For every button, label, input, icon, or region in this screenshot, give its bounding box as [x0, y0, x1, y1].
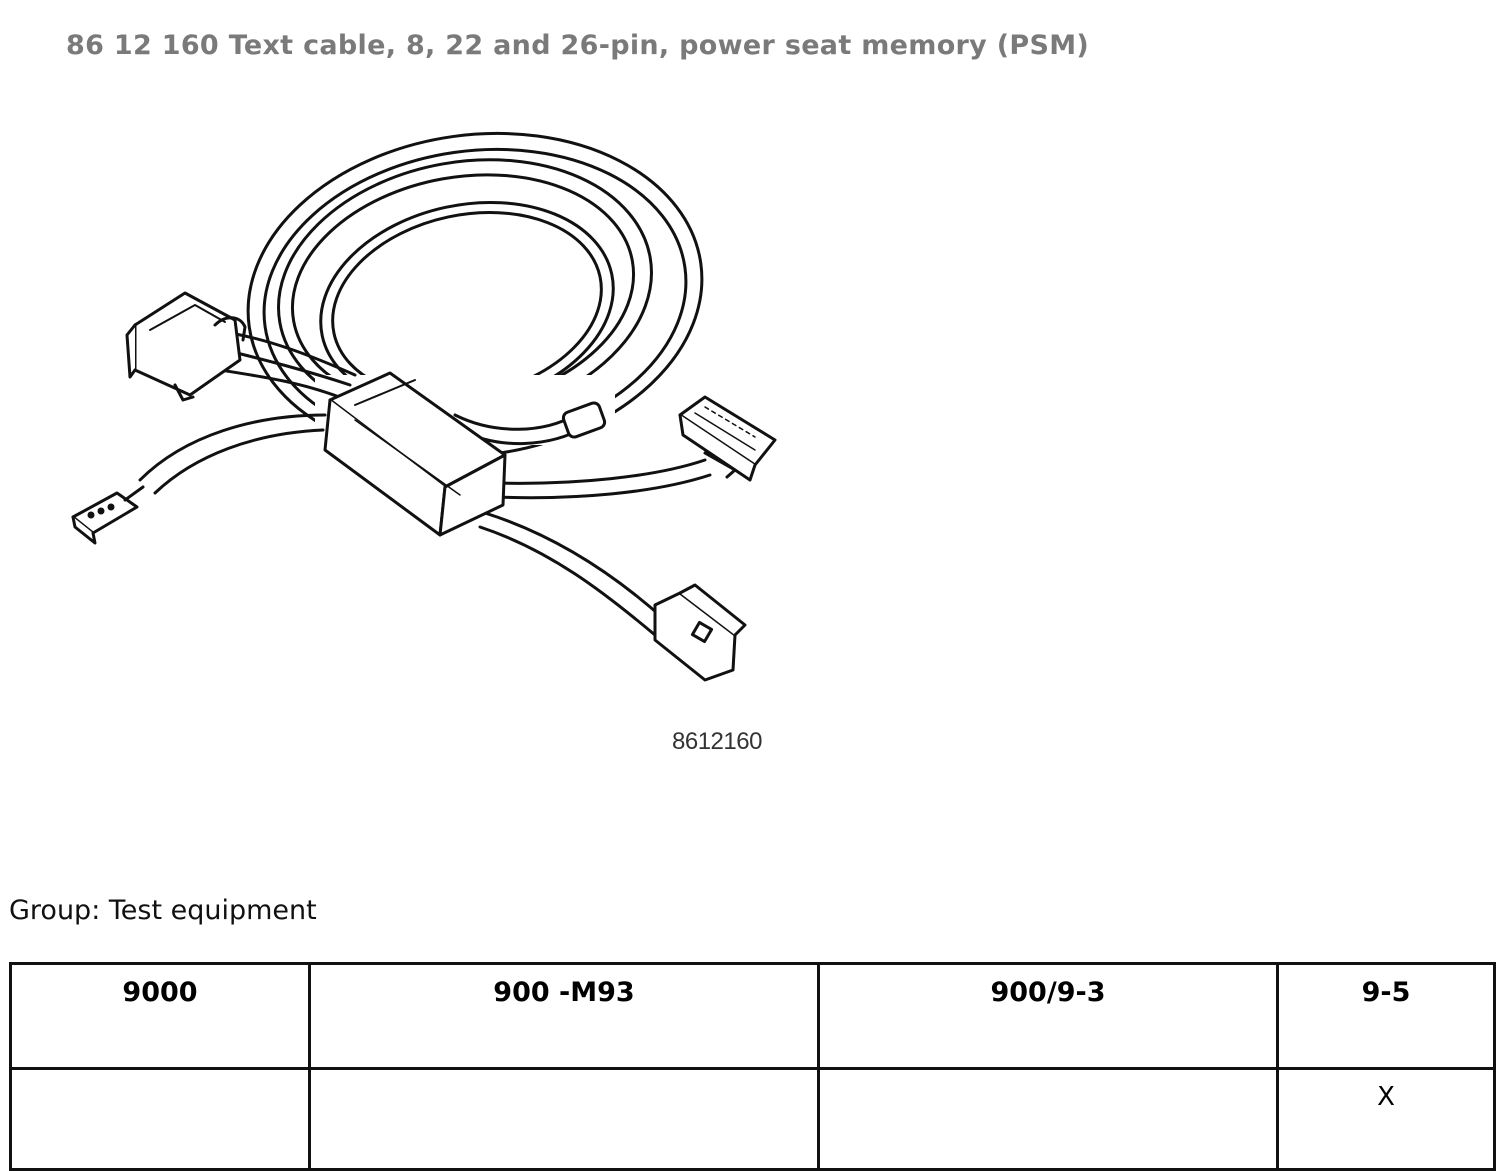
cell-900-m93: [308, 1067, 820, 1171]
figure-code: 8612160: [672, 728, 762, 755]
table-header-row: 9000 900 -M93 900/9-3 9-5: [9, 962, 1496, 1070]
header-900-9-3: 900/9-3: [817, 962, 1279, 1070]
cable-harness-illustration: [55, 115, 815, 715]
table-row: X: [9, 1067, 1496, 1171]
model-applicability-table: 9000 900 -M93 900/9-3 9-5 X: [9, 962, 1496, 1171]
cell-9-5: X: [1276, 1067, 1496, 1171]
header-9000: 9000: [9, 962, 311, 1070]
group-label: Group: Test equipment: [9, 895, 317, 926]
page-title: 86 12 160 Text cable, 8, 22 and 26-pin, …: [66, 30, 1090, 61]
header-9-5: 9-5: [1276, 962, 1496, 1070]
cell-9000: [9, 1067, 311, 1171]
header-900-m93: 900 -M93: [308, 962, 820, 1070]
cell-900-9-3: [817, 1067, 1279, 1171]
